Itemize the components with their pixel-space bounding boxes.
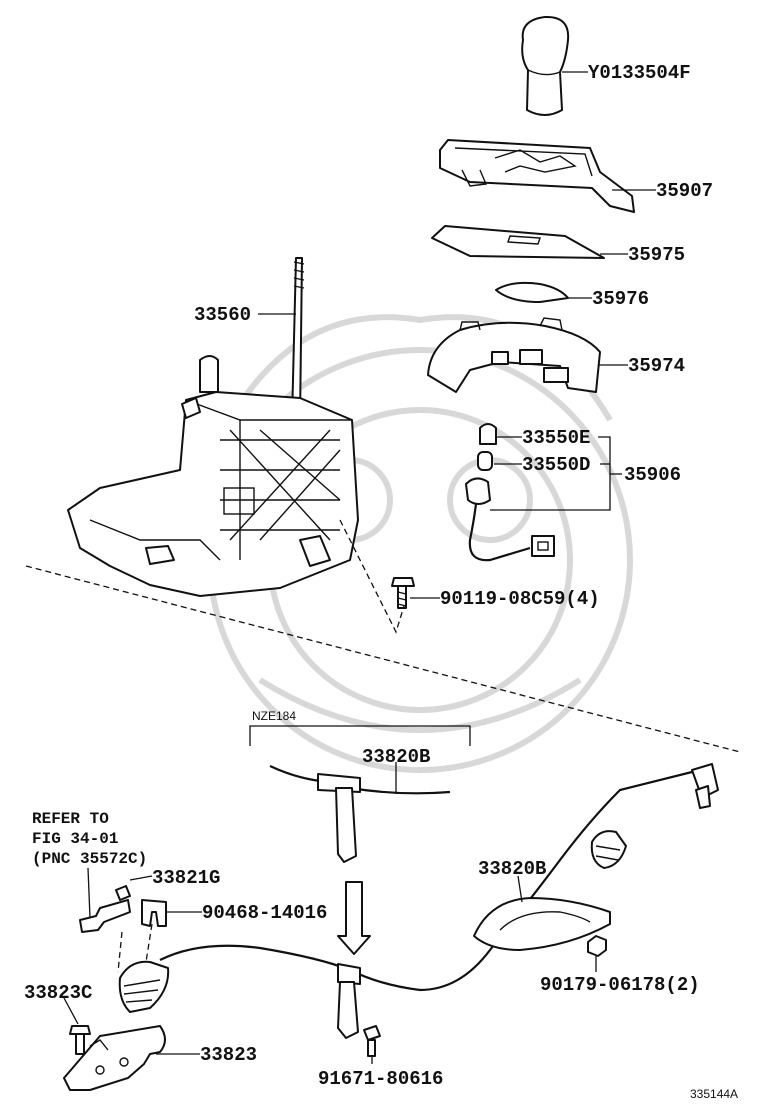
refer-note-line1: REFER TO [32,810,109,828]
bolt-b-icon[interactable] [363,1025,381,1057]
label-bolt-c: 33823C [24,982,92,1004]
bolt-c-icon[interactable] [69,1025,91,1055]
bolt-a-icon[interactable] [391,577,415,609]
nut-icon[interactable] [587,935,607,957]
indicator-housing-icon[interactable] [427,317,601,393]
label-cable-nze: 33820B [362,746,430,768]
bulb-e-icon[interactable] [479,423,497,445]
shift-lever-assembly-icon[interactable] [67,257,359,597]
label-nut: 90179-06178(2) [540,974,700,996]
label-bulb-e: 33550E [522,427,590,449]
label-shift-knob: Y0133504F [588,62,691,84]
label-socket-assy: 35906 [624,464,681,486]
label-clip-g: 33821G [152,867,220,889]
cable-nze184-icon[interactable] [269,765,451,863]
illustration-id: 335144A [690,1087,738,1101]
refer-note-line2: FIG 34-01 [32,830,118,848]
cable-bracket-icon[interactable] [63,1025,166,1091]
shift-knob-icon[interactable] [521,15,570,116]
label-plate-35976: 35976 [592,288,649,310]
down-arrow-icon [337,881,371,955]
shift-cover-icon[interactable] [439,139,635,213]
slide-plate-icon[interactable] [431,225,605,259]
clip-90468-icon[interactable] [141,899,167,927]
variant-note: NZE184 [252,709,296,723]
label-plate-35975: 35975 [628,244,685,266]
label-bolt-b: 91671-80616 [318,1068,443,1090]
label-bulb-d: 33550D [522,454,590,476]
refer-note-line3: (PNC 35572C) [32,850,147,868]
label-cable-main: 33820B [478,858,546,880]
label-clip-90468: 90468-14016 [202,902,327,924]
bulb-socket-harness-icon[interactable] [465,477,555,562]
label-bracket: 33823 [200,1044,257,1066]
label-cover: 35907 [656,180,713,202]
clip-g-icon[interactable] [79,885,131,933]
label-housing: 35974 [628,355,685,377]
bulb-d-icon[interactable] [477,451,493,471]
label-bolt-a: 90119-08C59(4) [440,588,600,610]
shift-cable-icon[interactable] [118,763,719,1039]
small-plate-icon[interactable] [495,281,569,303]
label-shift-lever: 33560 [194,304,251,326]
